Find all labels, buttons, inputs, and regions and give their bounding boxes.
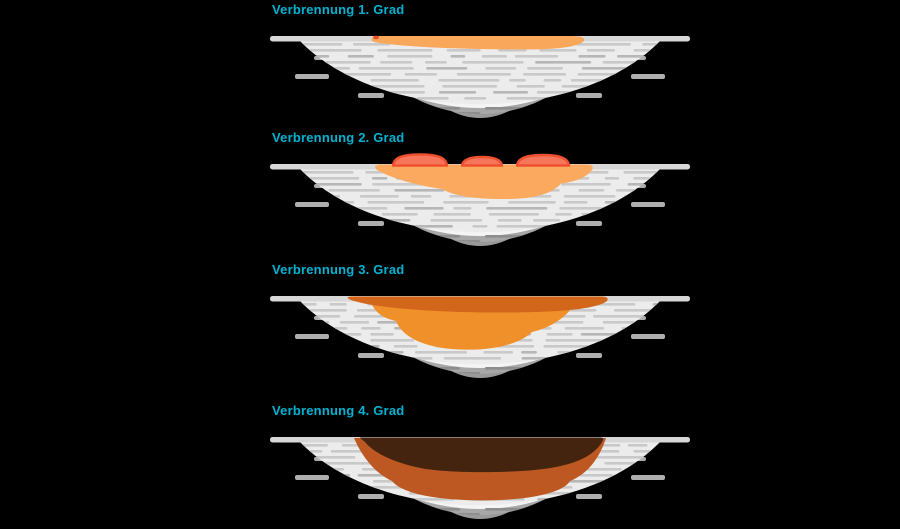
tissue-step-mark	[631, 74, 665, 79]
tissue-step-mark	[358, 221, 384, 226]
stage-label: Verbrennung 3. Grad	[272, 262, 405, 277]
tissue-step-mark	[576, 221, 602, 226]
burn-charred-crust	[360, 437, 604, 473]
burn-diagram-third-degree	[270, 296, 690, 378]
burn-diagram-second-degree	[270, 153, 690, 246]
tissue-step-mark	[358, 353, 384, 358]
tissue-step-mark	[576, 93, 602, 98]
tissue-step-mark	[631, 475, 665, 480]
tissue-step-mark	[631, 334, 665, 339]
tissue-step-mark	[631, 202, 665, 207]
blister	[391, 153, 449, 167]
burn-area	[347, 296, 608, 350]
stage-label: Verbrennung 1. Grad	[272, 2, 405, 17]
burn-area	[375, 153, 593, 200]
burn-partial-thickness	[375, 164, 593, 200]
stage-section-fourth-degree: Verbrennung 4. Grad	[270, 403, 690, 529]
blister	[515, 153, 571, 167]
burn-diagram-first-degree	[270, 35, 690, 118]
tissue-step-mark	[295, 475, 329, 480]
burn-charred-band	[347, 296, 608, 313]
tissue-step-mark	[358, 93, 384, 98]
stage-label: Verbrennung 4. Grad	[272, 403, 405, 418]
tissue-step-mark	[576, 353, 602, 358]
burn-area	[354, 437, 606, 501]
tissue-step-mark	[295, 202, 329, 207]
stage-section-second-degree: Verbrennung 2. Grad	[270, 130, 690, 256]
stage-label: Verbrennung 2. Grad	[272, 130, 405, 145]
burn-accent-spot	[373, 35, 379, 40]
tissue-step-mark	[358, 494, 384, 499]
tissue-step-mark	[295, 334, 329, 339]
stage-section-first-degree: Verbrennung 1. Grad	[270, 2, 690, 128]
burn-area	[371, 35, 585, 50]
burn-full-thickness	[370, 300, 579, 350]
burn-superficial	[371, 36, 585, 50]
stage-section-third-degree: Verbrennung 3. Grad	[270, 262, 690, 388]
blister	[460, 155, 504, 167]
burn-diagram-fourth-degree	[270, 437, 690, 519]
tissue-step-mark	[295, 74, 329, 79]
tissue-step-mark	[576, 494, 602, 499]
